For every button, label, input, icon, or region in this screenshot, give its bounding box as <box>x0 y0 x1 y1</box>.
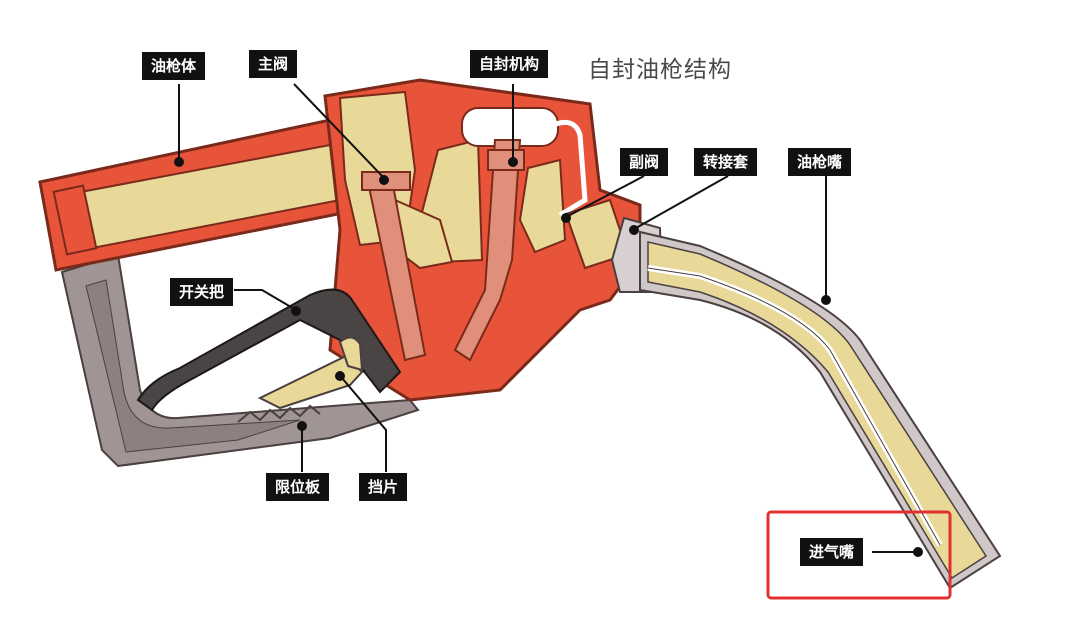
label-self-seal: 自封机构 <box>470 50 549 78</box>
label-adapter-sleeve: 转接套 <box>694 148 758 176</box>
stop-piece-tab <box>338 336 364 372</box>
stop-piece <box>257 354 364 410</box>
right-chamber <box>518 158 567 254</box>
label-main-valve: 主阀 <box>249 50 298 78</box>
label-switch-handle: 开关把 <box>170 278 234 306</box>
label-air-inlet: 进气嘴 <box>800 538 864 566</box>
label-secondary-valve: 副阀 <box>620 148 669 176</box>
self-seal-head <box>487 149 525 171</box>
label-stop-piece: 挡片 <box>359 473 408 501</box>
gun-body-handle-end <box>52 184 98 256</box>
limit-plate <box>237 404 321 423</box>
trigger-guard-inner <box>85 279 301 453</box>
highlight-box <box>766 510 952 600</box>
trigger-guard <box>60 253 420 468</box>
leader-lines <box>174 83 923 557</box>
nozzle-spout-inner <box>647 241 988 580</box>
label-limit-plate: 限位板 <box>266 473 330 501</box>
self-seal-tube <box>555 119 588 218</box>
air-tube-edge <box>647 267 941 546</box>
diagram-title: 自封油枪结构 <box>588 57 732 83</box>
switch-handle <box>136 288 402 412</box>
label-gun-body: 油枪体 <box>142 52 206 80</box>
label-nozzle: 油枪嘴 <box>788 148 852 176</box>
